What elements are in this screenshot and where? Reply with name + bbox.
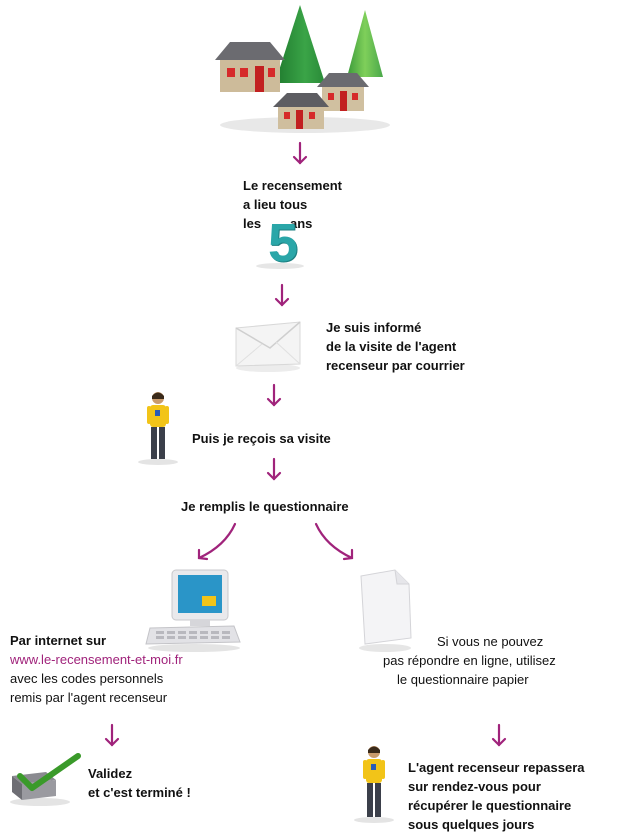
census-line-3: les ans bbox=[243, 214, 342, 233]
visit-text: Puis je reçois sa visite bbox=[192, 431, 331, 446]
census-line-2: a lieu tous bbox=[243, 197, 308, 212]
paper-line-1: Si vous ne pouvez bbox=[437, 634, 544, 649]
validate-text: Validez et c'est terminé ! bbox=[88, 764, 191, 802]
flow-arrow-down bbox=[104, 723, 120, 747]
paper-line-2: pas répondre en ligne, utilisez bbox=[383, 653, 556, 668]
flow-arrow-down bbox=[274, 283, 290, 307]
number-shadow bbox=[256, 263, 304, 269]
paper-line-3: le questionnaire papier bbox=[397, 672, 529, 687]
revisit-line-1: L'agent recenseur repassera bbox=[408, 760, 585, 775]
houses-trees-icon bbox=[215, 5, 390, 133]
census-frequency-text: Le recensement a lieu tous les ans bbox=[243, 176, 342, 233]
revisit-line-3: récupérer le questionnaire bbox=[408, 798, 572, 813]
census-ans: ans bbox=[290, 216, 313, 231]
internet-title: Par internet sur bbox=[10, 633, 107, 648]
five-years-number: 5 bbox=[268, 213, 299, 273]
validate-line-2: et c'est terminé ! bbox=[88, 785, 191, 800]
paper-document-icon bbox=[359, 569, 412, 652]
flow-arrow-down bbox=[292, 141, 308, 165]
informed-line-2: de la visite de l'agent bbox=[326, 339, 457, 354]
census-line-1: Le recensement bbox=[243, 178, 342, 193]
envelope-icon bbox=[235, 321, 301, 372]
revisit-text: L'agent recenseur repassera sur rendez-v… bbox=[408, 758, 585, 834]
informed-line-1: Je suis informé bbox=[326, 320, 422, 335]
validate-line-1: Validez bbox=[88, 766, 133, 781]
internet-line-2: avec les codes personnels bbox=[10, 671, 164, 686]
paper-text: Si vous ne pouvez pas répondre en ligne,… bbox=[383, 632, 556, 689]
census-website-link[interactable]: www.le-recensement-et-moi.fr bbox=[10, 652, 183, 667]
informed-text: Je suis informé de la visite de l'agent … bbox=[326, 318, 465, 375]
ballot-box-check-icon bbox=[10, 753, 81, 806]
flow-arrow-down bbox=[491, 723, 507, 747]
internet-text: Par internet sur www.le-recensement-et-m… bbox=[10, 631, 183, 707]
census-les: les bbox=[243, 216, 262, 231]
flow-arrow-left-branch bbox=[197, 522, 237, 561]
census-agent-icon bbox=[138, 392, 178, 465]
revisit-line-4: sous quelques jours bbox=[408, 817, 535, 832]
flow-arrow-down bbox=[266, 457, 282, 481]
flow-arrow-right-branch bbox=[314, 522, 354, 561]
census-agent-icon bbox=[354, 746, 394, 823]
fill-questionnaire-text: Je remplis le questionnaire bbox=[181, 499, 349, 514]
flow-arrow-down bbox=[266, 383, 282, 407]
internet-line-3: remis par l'agent recenseur bbox=[10, 690, 168, 705]
computer-icon bbox=[145, 569, 241, 652]
revisit-line-2: sur rendez-vous pour bbox=[408, 779, 541, 794]
informed-line-3: recenseur par courrier bbox=[326, 358, 465, 373]
